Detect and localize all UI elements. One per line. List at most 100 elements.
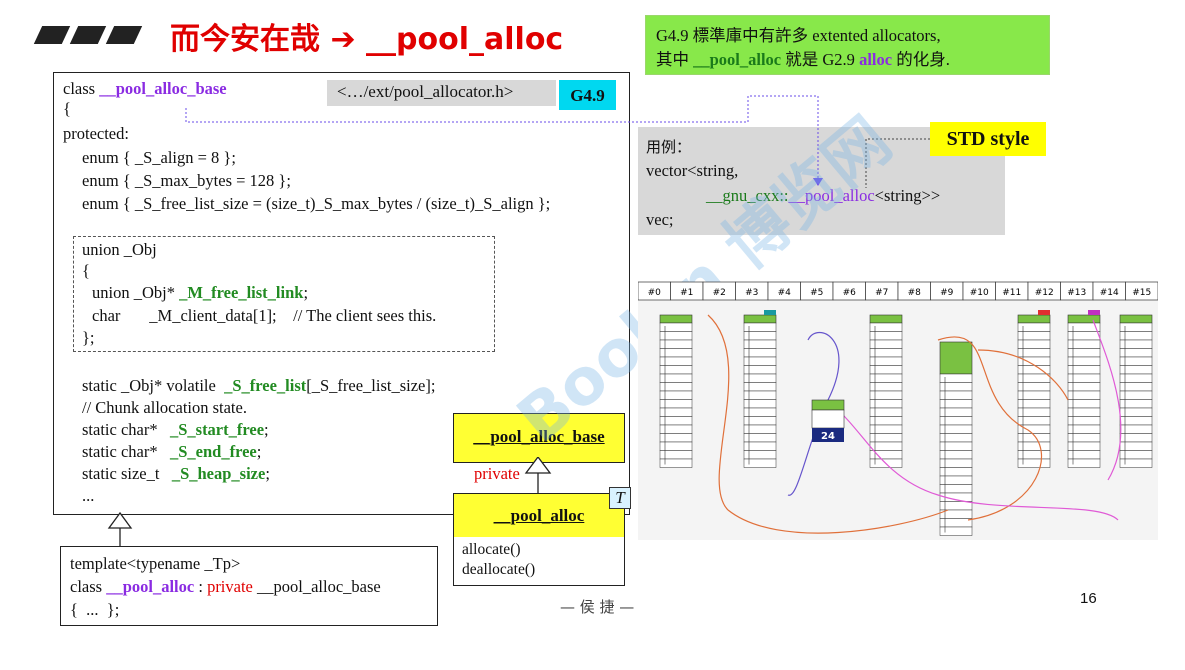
- chunk-comment: // Chunk allocation state.: [82, 398, 247, 417]
- chain-marker: [1088, 310, 1100, 315]
- version-tag: G4.9: [559, 80, 616, 110]
- free-list-chain: [869, 314, 903, 468]
- template-line-3: { ... };: [70, 600, 120, 619]
- chain-head: [1119, 314, 1153, 324]
- class-declaration: class __pool_alloc_base: [63, 79, 227, 98]
- chain-head: [869, 314, 903, 324]
- slot-label: #3: [745, 288, 758, 298]
- slot-label: #12: [1035, 288, 1054, 298]
- free-list-diagram: #0 #1 #2 #3 #4 #5 #6 #7 #8 #9 #10 #11 #12 #13 #14 #15 2…: [638, 281, 1158, 540]
- free-list-chain: [659, 314, 693, 468]
- template-line-2: class __pool_alloc : private __pool_allo…: [70, 577, 381, 596]
- slot-label: #13: [1067, 288, 1086, 298]
- slot-label: #8: [908, 288, 922, 298]
- slot-cell: [1125, 281, 1158, 301]
- highlight-block: 24: [811, 399, 845, 442]
- uml-derived-class: __pool_alloc: [453, 493, 625, 539]
- chain-cell: [659, 458, 693, 468]
- connector-base-to-usage: [185, 95, 819, 178]
- slot-label: #14: [1100, 288, 1119, 298]
- slot-label: #4: [778, 288, 792, 298]
- static-free-list: static _Obj* volatile _S_free_list[_S_fr…: [82, 376, 436, 395]
- chain-cell: [1017, 458, 1051, 468]
- slot-label: #11: [1002, 288, 1021, 298]
- slot-label: #7: [875, 288, 888, 298]
- usage-line-2: __gnu_cxx::__pool_alloc<string>>: [706, 186, 941, 205]
- inheritance-arrow: [524, 457, 552, 493]
- usage-line-1: vector<string,: [646, 161, 739, 180]
- curve-orange-2: [937, 336, 1043, 521]
- union-close: };: [82, 328, 95, 347]
- uml-relation-label: private: [474, 464, 520, 483]
- slot-label: #6: [843, 288, 857, 298]
- author-credit: — 侯 捷 —: [560, 598, 635, 616]
- static-end-free: static char* _S_end_free;: [82, 442, 262, 461]
- slot-label: #0: [648, 288, 662, 298]
- free-list-chain: [743, 310, 777, 468]
- protected-label: protected:: [63, 124, 129, 143]
- free-list-chain: [1119, 314, 1153, 468]
- block-label-bg: [812, 428, 844, 442]
- inheritance-triangle-2: [107, 511, 133, 529]
- op-deallocate: deallocate(): [462, 561, 536, 578]
- chain-marker: [764, 310, 776, 315]
- chain-cell: [1119, 458, 1153, 468]
- slot-label: #1: [680, 288, 693, 298]
- chain-cell: [743, 458, 777, 468]
- template-param-tag: T: [609, 487, 631, 509]
- note-line-1: G4.9 標準庫中有許多 extented allocators,: [656, 26, 941, 45]
- slot-label: #15: [1132, 288, 1151, 298]
- note-box: G4.9 標準庫中有許多 extented allocators, 其中 __p…: [645, 15, 1050, 75]
- chain-head: [659, 314, 693, 324]
- slot-label: #9: [940, 288, 954, 298]
- std-style-tag: STD style: [930, 122, 1046, 156]
- curve-orange-3: [977, 349, 1069, 401]
- curve-pink-2: [1092, 319, 1122, 481]
- chain-cell: [1067, 458, 1101, 468]
- uml-operations: allocate() deallocate(): [453, 537, 625, 586]
- code-ellipsis: ...: [82, 486, 95, 505]
- inheritance-triangle: [524, 457, 552, 474]
- page-number: 16: [1080, 590, 1097, 607]
- inheritance-arrow-2: [107, 511, 133, 546]
- curve-pink-1: [842, 414, 1119, 521]
- usage-line-3: vec;: [646, 210, 674, 229]
- slot-label: #10: [970, 288, 989, 298]
- enum-max-bytes: enum { _S_max_bytes = 128 };: [82, 171, 291, 190]
- template-class-box: [60, 546, 438, 626]
- enum-align: enum { _S_align = 8 };: [82, 148, 236, 167]
- op-allocate: allocate(): [462, 541, 521, 558]
- enum-free-list-size: enum { _S_free_list_size = (size_t)_S_ma…: [82, 194, 551, 213]
- slot-label: #2: [713, 288, 726, 298]
- block-white: [811, 409, 845, 429]
- union-free-list-link: union _Obj* _M_free_list_link;: [92, 283, 309, 302]
- union-open: {: [82, 261, 90, 280]
- header-file-tag: <…/ext/pool_allocator.h>: [327, 80, 556, 106]
- static-start-free: static char* _S_start_free;: [82, 420, 269, 439]
- free-list-chain: [1017, 310, 1051, 468]
- chain-marker: [1038, 310, 1050, 315]
- uml-base-class: __pool_alloc_base: [453, 413, 625, 463]
- static-heap-size: static size_t _S_heap_size;: [82, 464, 270, 483]
- connector-arrowhead: [813, 178, 823, 186]
- slot-label: #5: [810, 288, 823, 298]
- chain-head: [743, 314, 777, 324]
- usage-label: 用例：: [646, 138, 692, 156]
- brace-open: {: [63, 99, 71, 118]
- template-line-1: template<typename _Tp>: [70, 554, 241, 573]
- curve-orange-1: [707, 314, 949, 534]
- note-line-2: 其中 __pool_alloc 就是 G2.9 alloc 的化身.: [656, 50, 950, 69]
- block-green: [811, 399, 845, 411]
- page-title: 而今安在哉 ➔ __pool_alloc: [170, 22, 564, 57]
- free-list-chain: [1067, 310, 1101, 468]
- chain-head: [1017, 314, 1051, 324]
- connector-std-style: [865, 138, 930, 188]
- union-box: [73, 236, 495, 352]
- union-head: union _Obj: [82, 240, 157, 259]
- chain-head: [939, 341, 973, 375]
- chain-head: [1067, 314, 1101, 324]
- free-list-chain: [939, 341, 973, 536]
- block-value: 24: [821, 431, 835, 442]
- union-client-data: char _M_client_data[1]; // The client se…: [92, 306, 437, 325]
